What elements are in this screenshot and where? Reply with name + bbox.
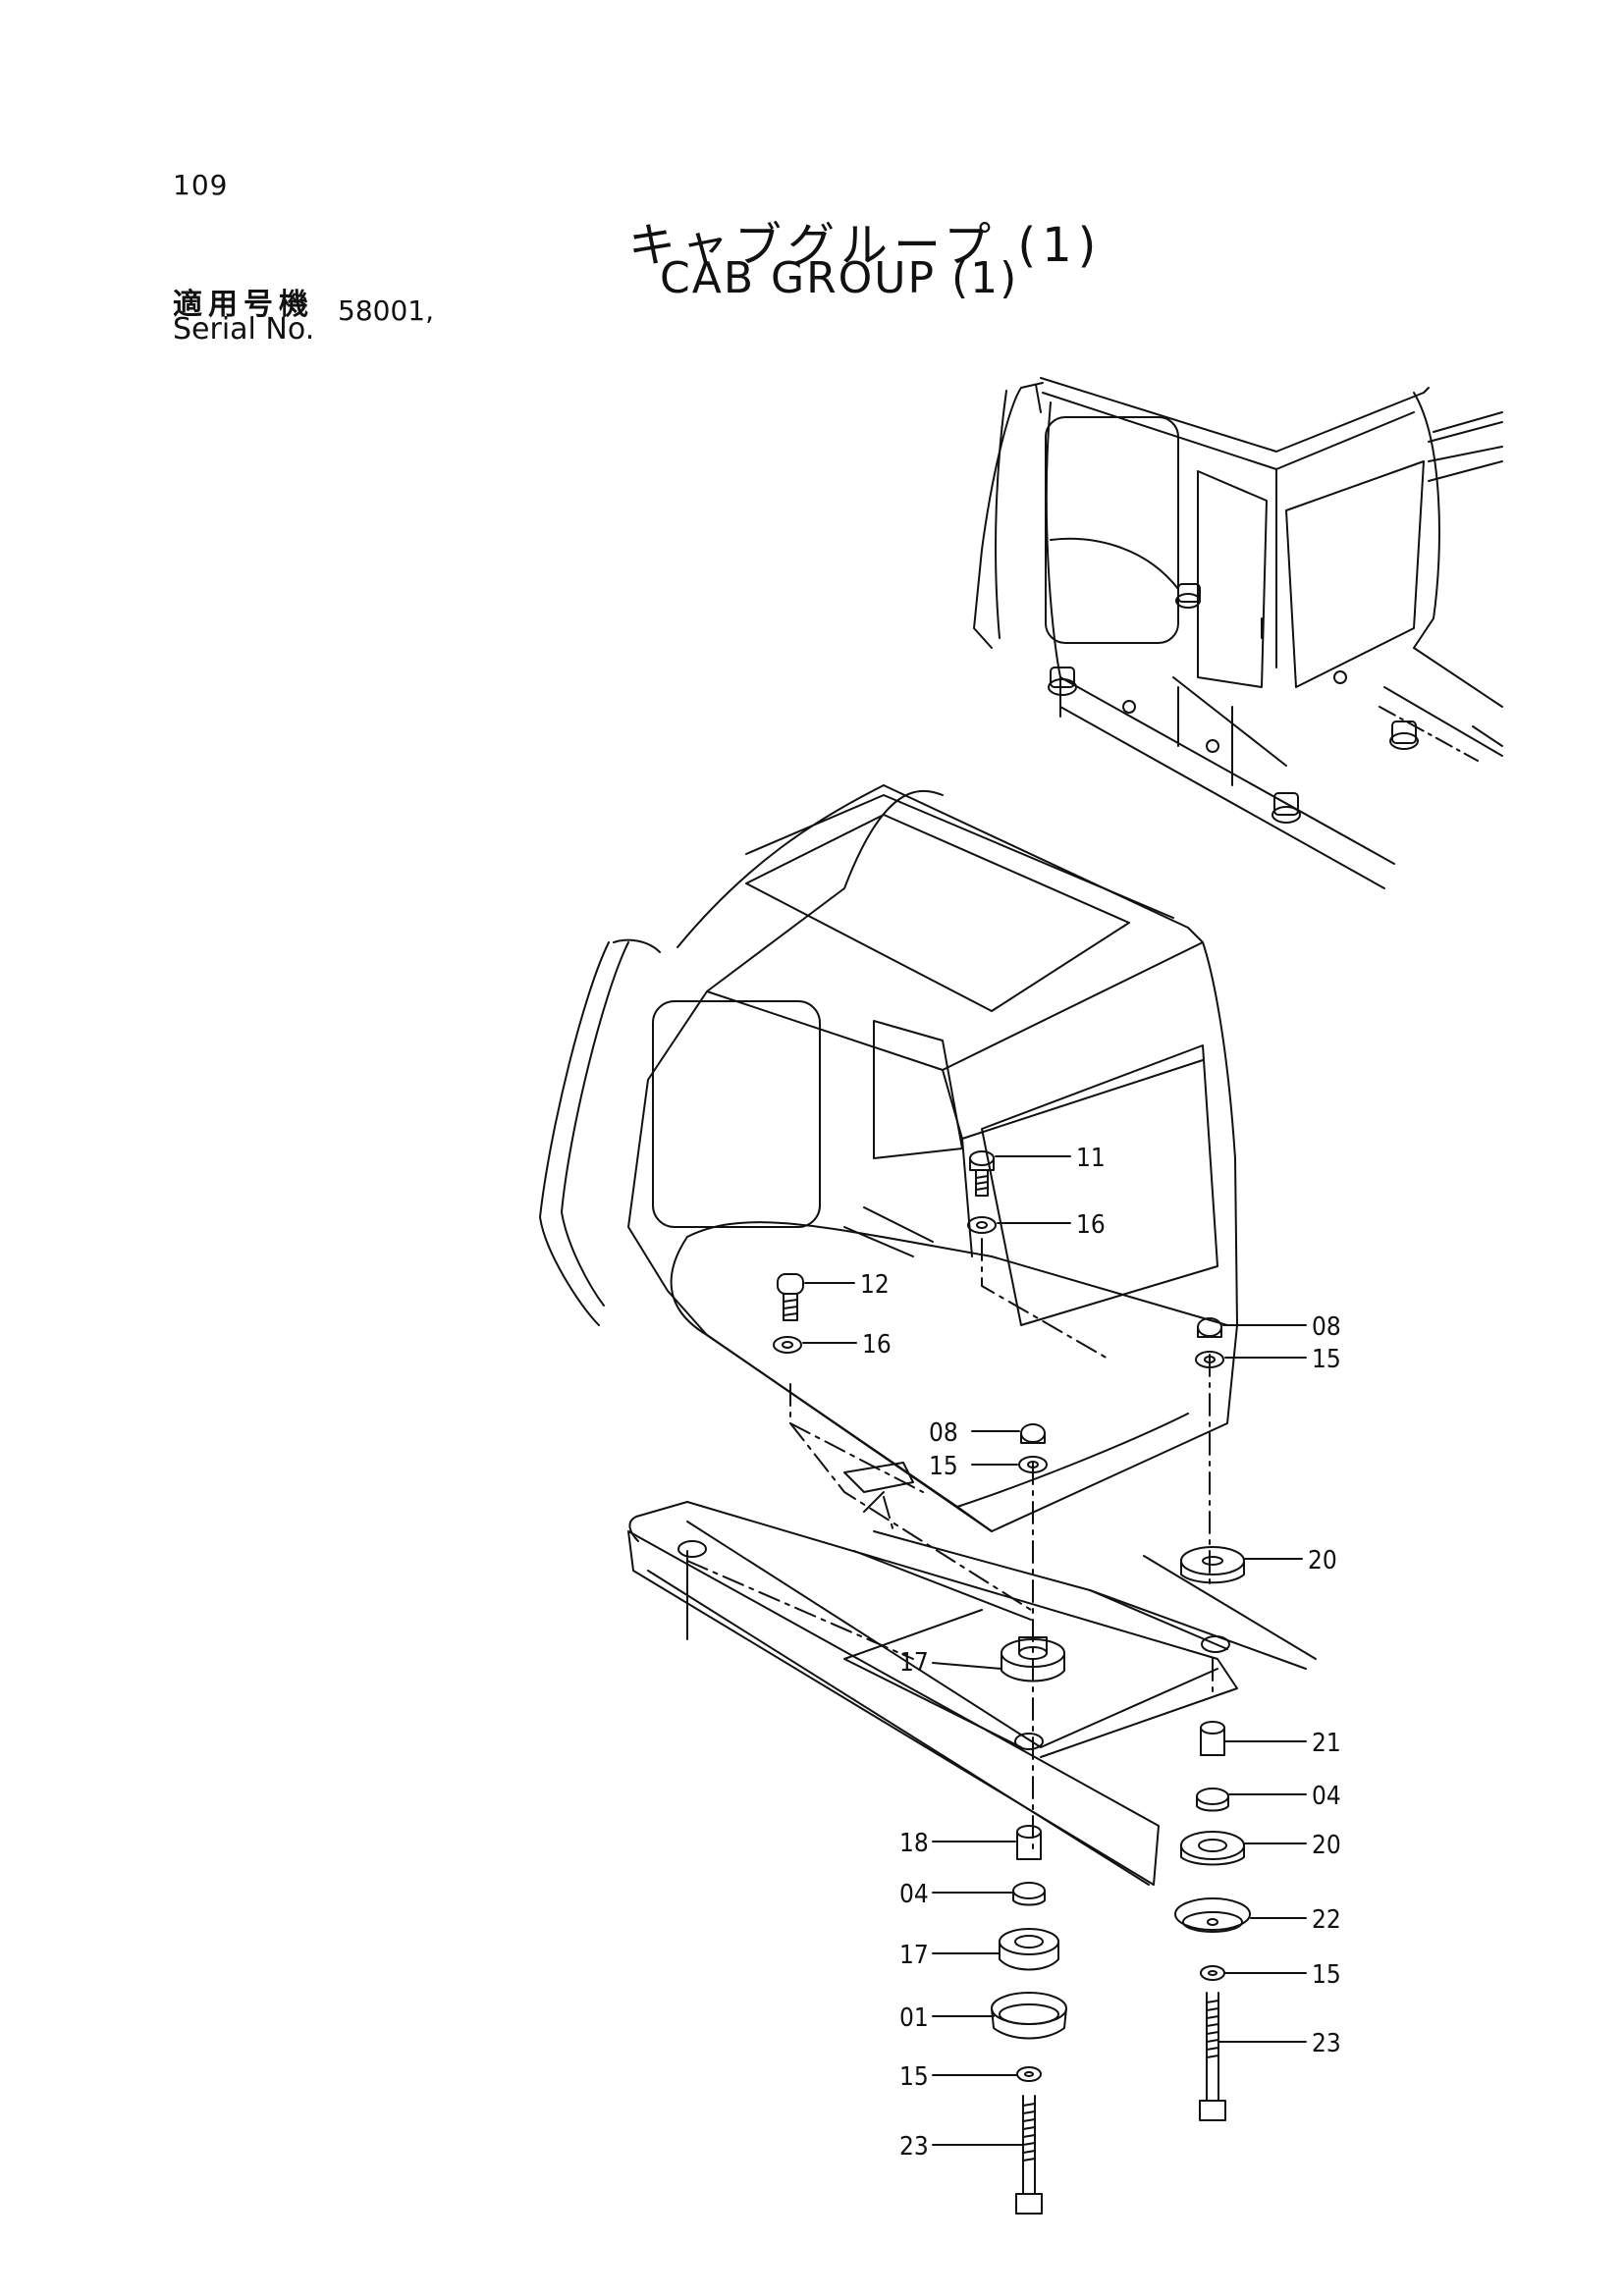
callout-18: 18 — [899, 1829, 929, 1858]
part-collar-21 — [1200, 1721, 1225, 1756]
callout-20: 20 — [1312, 1831, 1341, 1860]
part-mount-17b — [999, 1928, 1059, 1971]
part-washer-15a — [1195, 1351, 1224, 1368]
part-nut-08a — [1197, 1317, 1222, 1338]
callout-15: 15 — [1312, 1345, 1341, 1374]
part-ring-04a — [1196, 1788, 1229, 1812]
part-washer-15b — [1018, 1456, 1048, 1473]
part-washer-16b — [773, 1336, 802, 1354]
part-bolt-12 — [777, 1273, 804, 1321]
callout-12: 12 — [860, 1270, 890, 1300]
callout-04: 04 — [1312, 1782, 1341, 1811]
callout-15: 15 — [929, 1452, 958, 1481]
part-cup-22 — [1174, 1897, 1251, 1933]
callout-08: 08 — [1312, 1312, 1341, 1342]
callout-17: 17 — [899, 1941, 929, 1970]
part-ring-04b — [1012, 1882, 1046, 1906]
center-lines — [686, 1238, 1214, 1856]
inset-mount-bushings — [1048, 583, 1419, 824]
callout-15: 15 — [1312, 1960, 1341, 1990]
callout-08: 08 — [929, 1418, 958, 1448]
title-english: CAB GROUP (1) — [660, 253, 1019, 303]
callout-01: 01 — [899, 2003, 929, 2033]
callout-23: 23 — [899, 2132, 929, 2162]
callout-04: 04 — [899, 1880, 929, 1909]
part-nut-08b — [1020, 1423, 1046, 1444]
part-washer-15c — [1200, 1965, 1225, 1981]
inset-cab-on-frame — [973, 377, 1503, 889]
callout-22: 22 — [1312, 1905, 1341, 1935]
part-mount-20b — [1180, 1831, 1245, 1866]
callout-11: 11 — [1076, 1144, 1106, 1173]
page-number: 109 — [173, 169, 229, 201]
serial-label-english: Serial No. — [173, 312, 315, 347]
part-mount-20a — [1180, 1546, 1245, 1584]
callout-23: 23 — [1312, 2029, 1341, 2058]
title-japanese: キャブグループ (1) — [628, 218, 1103, 273]
part-bolt-11 — [969, 1150, 995, 1197]
callout-17: 17 — [899, 1648, 929, 1678]
part-mount-17a — [1001, 1636, 1065, 1682]
callout-21: 21 — [1312, 1729, 1341, 1758]
callout-20: 20 — [1308, 1546, 1337, 1575]
serial-label-japanese: 適用号機 — [173, 288, 314, 322]
part-washer-15d — [1016, 2066, 1042, 2082]
part-bolt-23a — [1199, 1992, 1226, 2121]
serial-value: 58001, — [338, 294, 434, 327]
part-collar-18 — [1016, 1825, 1042, 1860]
part-bolt-23b — [1015, 2095, 1043, 2215]
base-frame — [627, 1462, 1317, 1886]
callout-labels: 11 16 12 16 08 15 08 15 20 17 21 04 20 1… — [860, 1144, 1341, 2162]
callout-16: 16 — [862, 1330, 892, 1360]
cab-body — [539, 784, 1238, 1532]
part-washer-16a — [967, 1216, 997, 1234]
leader-lines — [802, 1155, 1307, 2146]
callout-16: 16 — [1076, 1210, 1106, 1240]
callout-15: 15 — [899, 2062, 929, 2092]
part-cup-01 — [991, 1992, 1067, 2040]
